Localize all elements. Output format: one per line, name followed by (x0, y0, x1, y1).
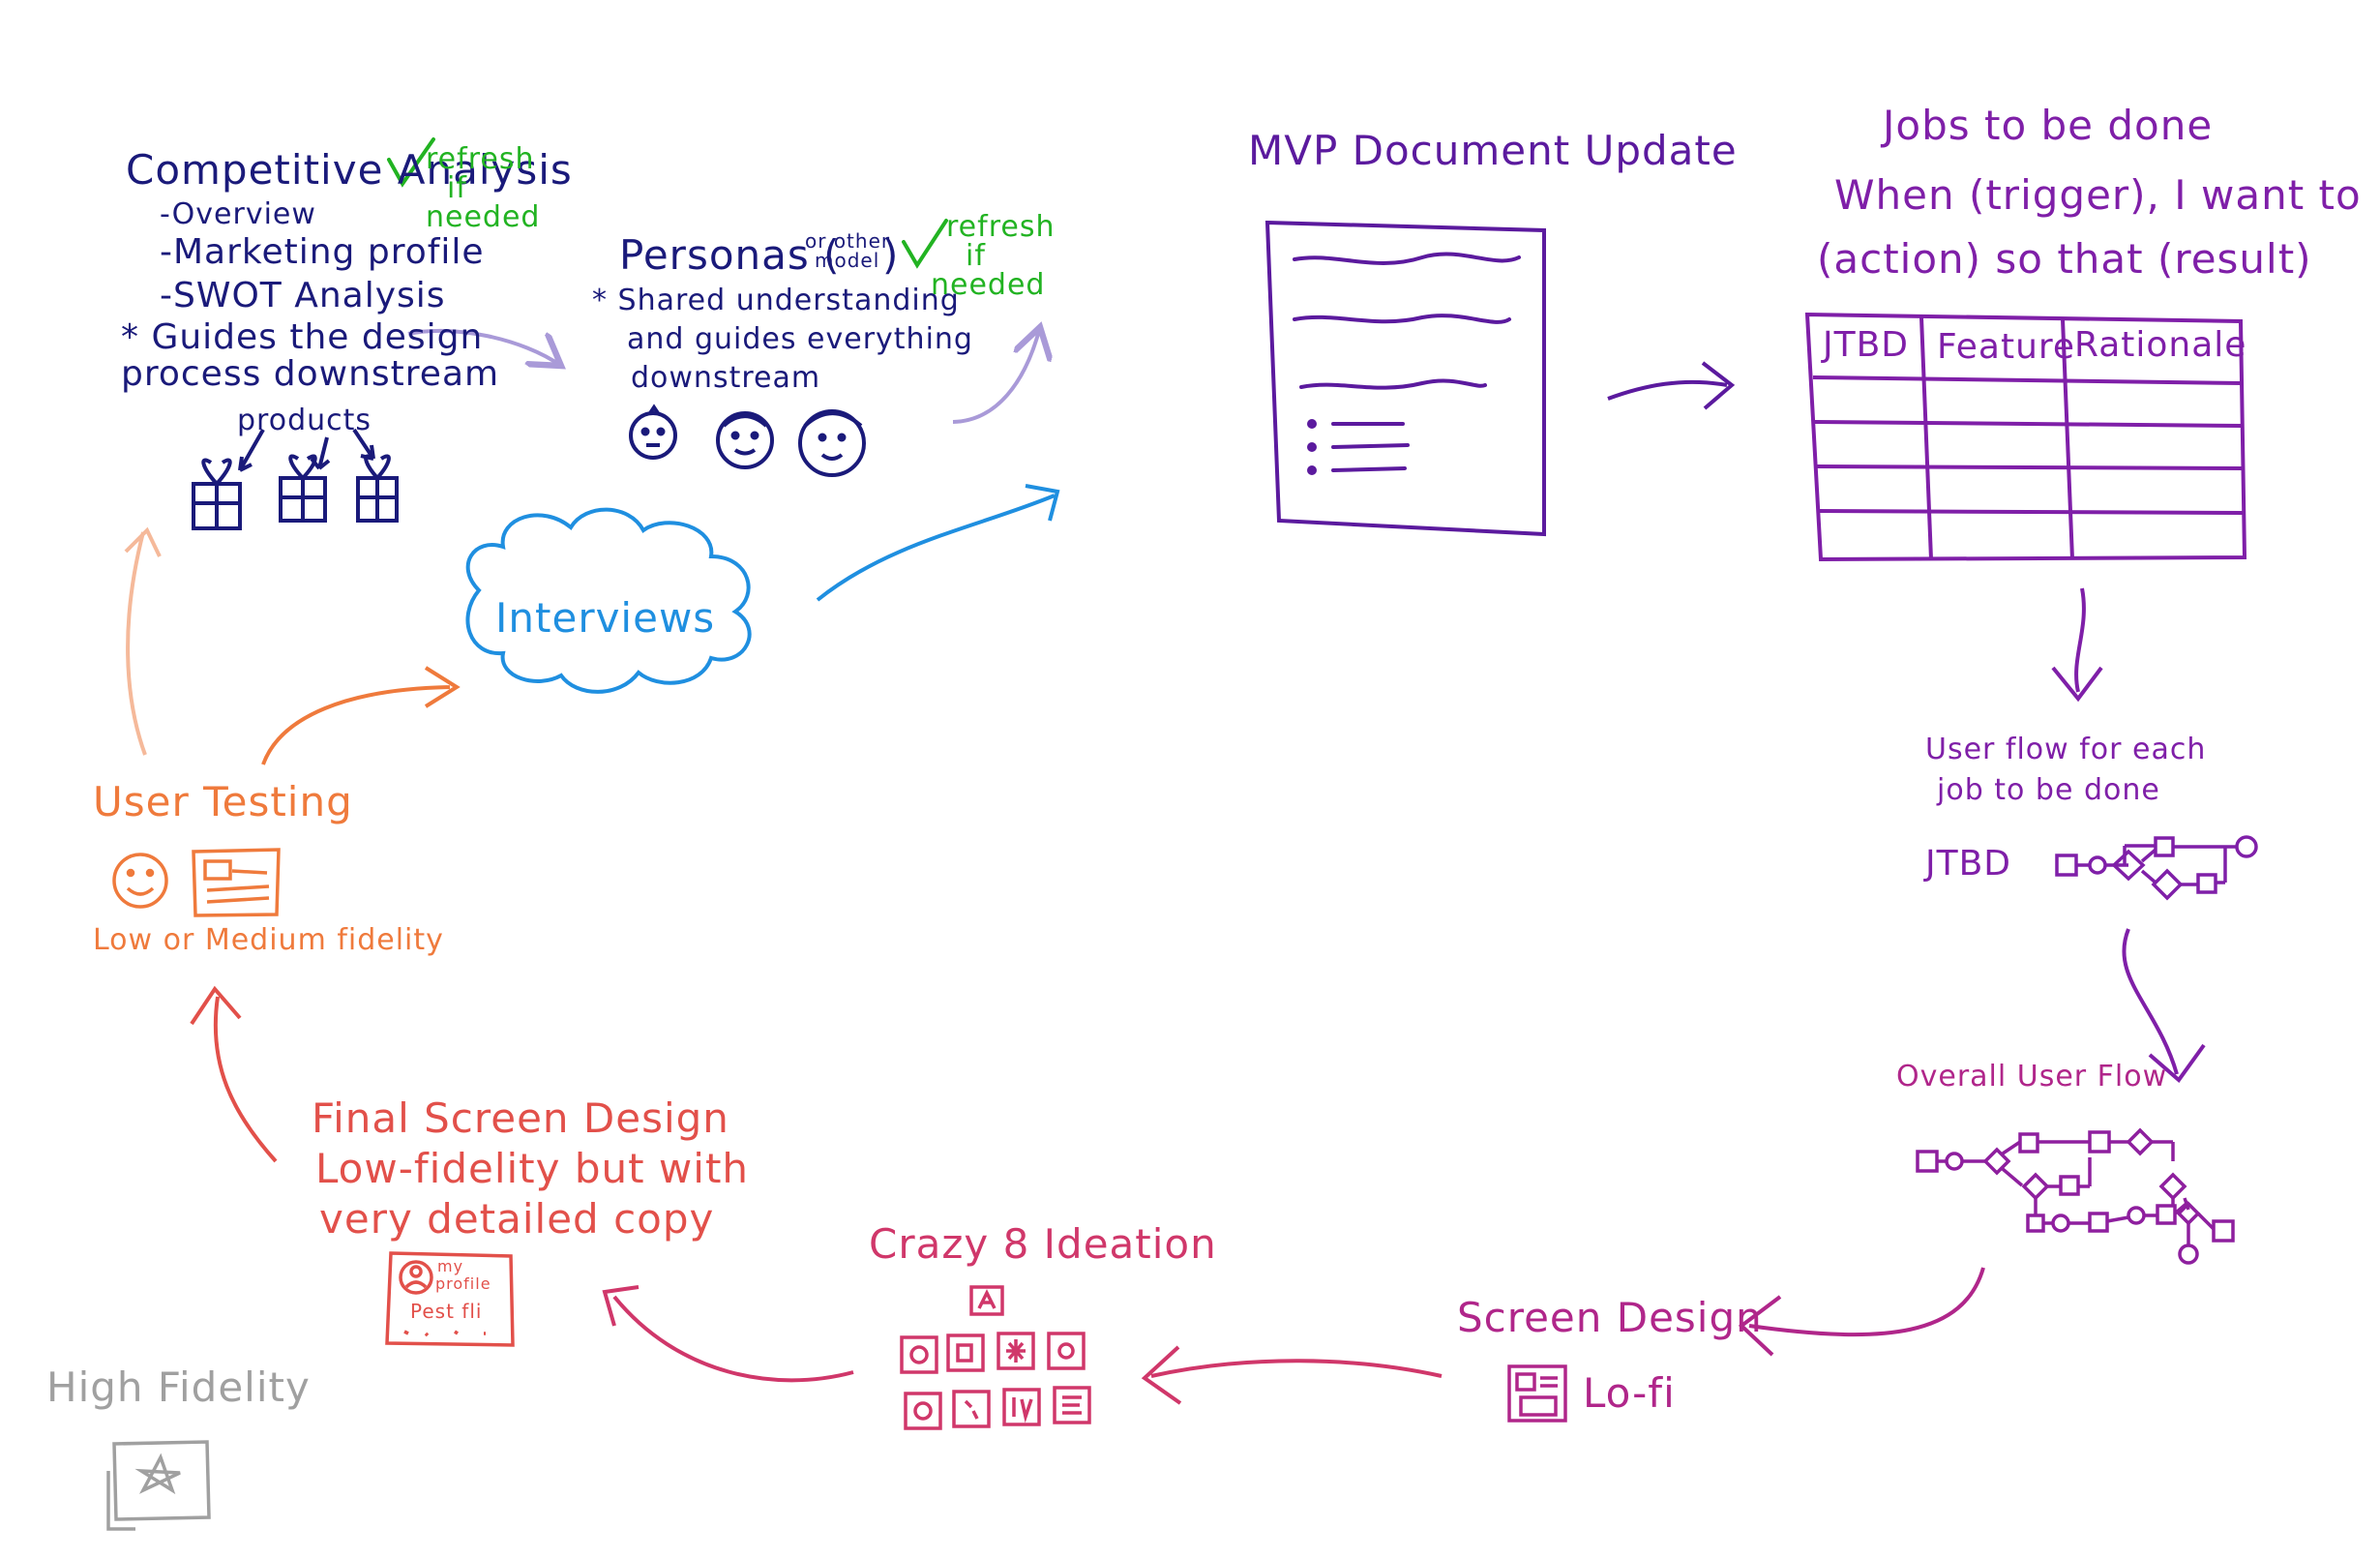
jtbd-column-feature: Feature (1937, 327, 2076, 367)
personas-title: Personas ( (619, 231, 841, 279)
arrow-mvp-to-jtbd (1607, 361, 1736, 410)
persona-faces (629, 404, 866, 477)
refresh-note-2-line3: needed (931, 268, 1046, 302)
check-icon (902, 219, 948, 269)
competitive-item-overview: -Overview (160, 197, 316, 231)
arrow-usertesting-to-competitive (124, 526, 162, 756)
interviews-cloud (465, 507, 752, 694)
products-label: products (237, 404, 372, 437)
mvp-document-icon (1264, 220, 1546, 537)
high-fidelity-label: High Fidelity (46, 1363, 311, 1411)
refresh-note-1-line1: refresh (426, 142, 535, 176)
refresh-note-1-line3: needed (426, 200, 541, 234)
personas-aside-line1: or other (805, 229, 891, 253)
mvp-title: MVP Document Update (1248, 127, 1738, 174)
competitive-item-swot: -SWOT Analysis (160, 276, 446, 315)
arrow-jtbd-to-userflow (2051, 587, 2103, 703)
jtbd-column-jtbd: JTBD (1823, 325, 1910, 365)
gift-icon (279, 454, 327, 523)
face-icon (716, 411, 774, 469)
refresh-note-2-line1: refresh (946, 210, 1056, 244)
jtbd-line1: When (trigger), I want to (1834, 171, 2362, 219)
arrow-overall-to-screen (1738, 1267, 1985, 1357)
user-flow-jtbd-tag: JTBD (1925, 844, 2012, 884)
final-screen-line3: very detailed copy (319, 1195, 715, 1243)
check-icon (387, 137, 435, 188)
final-screen-line2: Low-fidelity but with (315, 1145, 750, 1192)
arrowhead (1025, 484, 1060, 522)
arrow-to-gift-2 (310, 436, 331, 470)
final-thumb-line3: Pest fli (410, 1300, 483, 1323)
user-flow-line1: User flow for each (1925, 733, 2207, 766)
jtbd-title: Jobs to be done (1883, 102, 2214, 149)
arrow-crazy8-to-final (602, 1285, 854, 1383)
overall-flow-diagram (1916, 1127, 2235, 1265)
arrow-screen-to-crazy8 (1141, 1345, 1443, 1405)
smiley-icon (112, 853, 168, 909)
personas-aside-line2: model (815, 249, 880, 272)
arrow-to-gift-1 (238, 429, 265, 472)
personas-note-line1: * Shared understanding (592, 284, 960, 317)
competitive-item-marketing: -Marketing profile (160, 232, 485, 272)
user-testing-title: User Testing (93, 778, 353, 825)
crazy8-title: Crazy 8 Ideation (869, 1220, 1217, 1268)
arrow-final-to-usertesting (190, 985, 278, 1163)
wireframe-icon (192, 848, 281, 917)
jtbd-table (1804, 312, 2247, 562)
refresh-note-2-line2: if (966, 239, 986, 273)
user-testing-sub: Low or Medium fidelity (93, 923, 444, 957)
arrow-usertesting-to-interviews (261, 666, 461, 765)
final-thumb-line1: my (437, 1257, 464, 1275)
arrow-competitive-to-personas (407, 328, 561, 366)
competitive-note-line2: process downstream (121, 354, 500, 394)
personas-note-line3: downstream (631, 361, 821, 395)
lofi-screen-icon (1507, 1364, 1567, 1423)
face-icon (629, 404, 677, 460)
personas-note-line2: and guides everything (627, 322, 973, 356)
screen-design-sub: Lo-fi (1583, 1369, 1676, 1417)
competitive-note-line1: * Guides the design (121, 317, 484, 357)
jtbd-column-rationale: Rationale (2074, 325, 2247, 365)
arrow-userflow-to-overall (2122, 928, 2206, 1083)
personas-close-paren: ) (882, 231, 900, 279)
user-flow-line2: job to be done (1937, 773, 2160, 807)
final-screen-thumbnail (385, 1251, 515, 1347)
final-screen-line1: Final Screen Design (312, 1094, 729, 1142)
interviews-label: Interviews (495, 594, 716, 642)
gift-icon (356, 454, 399, 523)
arrow-to-gift-3 (352, 428, 375, 461)
arrow-interviews-to-personas (816, 494, 1056, 602)
overall-user-flow-label: Overall User Flow (1896, 1060, 2168, 1094)
jtbd-line2: (action) so that (result) (1817, 235, 2312, 283)
crazy8-sketches (900, 1285, 1091, 1430)
arrow-personas-to-mvp (952, 327, 1040, 424)
face-icon (798, 409, 866, 477)
gift-icon (192, 458, 242, 530)
refresh-note-1-line2: if (447, 171, 467, 205)
screen-design-title: Screen Design (1457, 1294, 1763, 1341)
high-fidelity-icon (106, 1440, 211, 1531)
user-testing-icons (112, 848, 281, 917)
jtbd-flow-diagram (2055, 835, 2258, 901)
products-gift-icons (192, 428, 399, 530)
competitive-analysis-title: Competitive Analysis (126, 146, 573, 194)
final-thumb-line2: profile (435, 1274, 491, 1293)
